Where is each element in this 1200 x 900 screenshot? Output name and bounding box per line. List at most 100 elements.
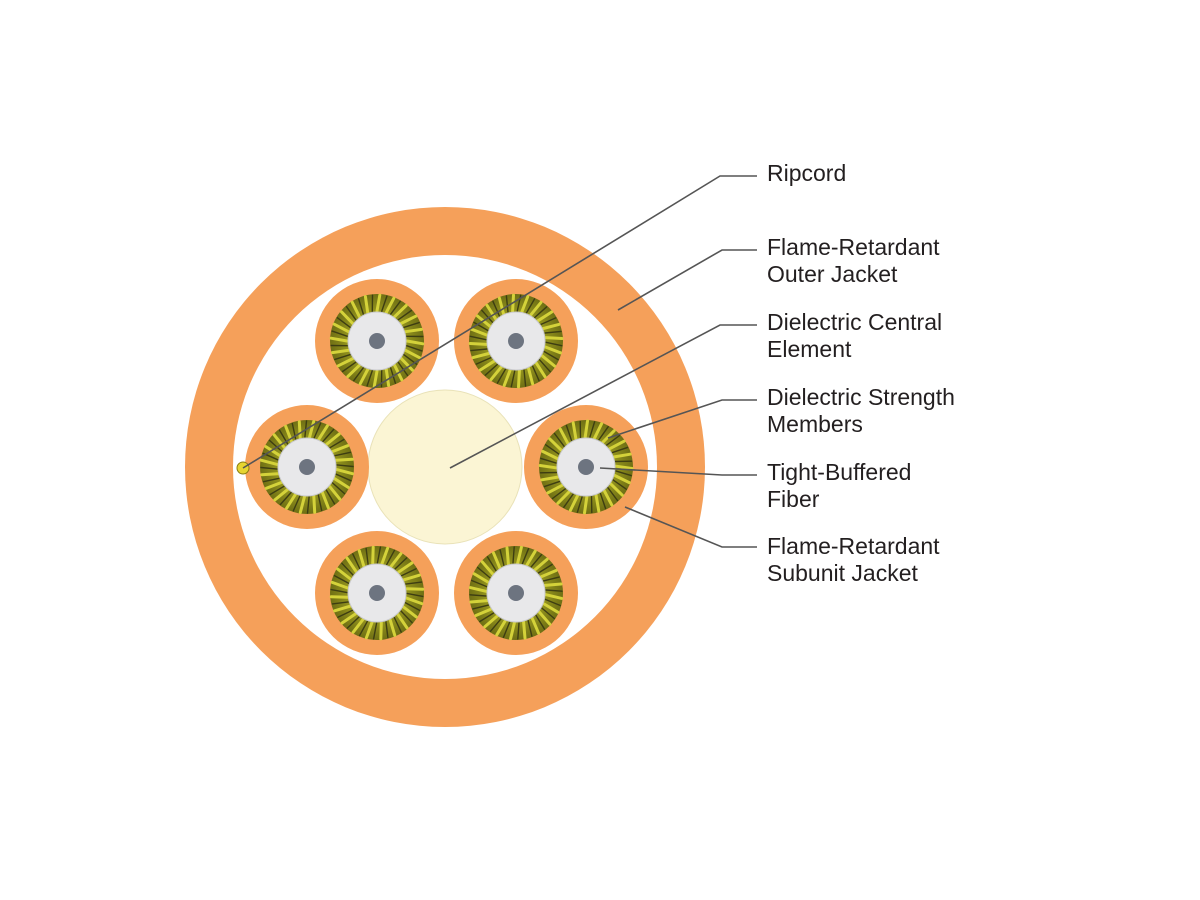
strength-member-strand <box>510 370 516 388</box>
strength-member-strand <box>379 621 383 641</box>
label-tight-buffered-fiber-line-2: Fiber <box>767 486 820 512</box>
strength-member-strands <box>329 293 425 389</box>
strength-member-strand <box>540 317 557 326</box>
strength-member-strand <box>363 295 370 314</box>
subunit <box>454 531 578 655</box>
strength-member-strand <box>594 493 601 513</box>
strength-member-strand <box>332 322 350 334</box>
subunit <box>315 279 439 403</box>
strength-member-strand <box>614 464 634 470</box>
strength-member-strand <box>358 620 368 637</box>
strength-member-strand <box>325 489 336 505</box>
strength-member-strand <box>527 366 535 386</box>
strength-member-strand <box>483 614 499 629</box>
strength-member-strand <box>264 445 281 457</box>
strength-member-strand <box>405 587 425 591</box>
strength-member-strand <box>536 310 554 323</box>
strength-member-strand <box>364 621 374 640</box>
strength-member-strand <box>541 607 555 620</box>
strength-member-strand <box>472 604 490 610</box>
strength-member-strand <box>477 566 491 579</box>
strength-member-strand <box>556 490 571 505</box>
strength-member-strand <box>522 620 527 640</box>
subunit <box>454 279 578 403</box>
strength-member-strand <box>393 616 402 633</box>
strength-member-strand <box>313 422 322 439</box>
strength-member-strand <box>366 369 373 387</box>
strength-member-strand <box>388 618 397 637</box>
strength-member-strands <box>538 419 634 515</box>
strength-member-strand <box>537 610 552 626</box>
subunit <box>245 405 369 529</box>
strength-member-strand <box>399 357 414 372</box>
strength-member-strand <box>308 420 316 439</box>
strength-member-strand <box>337 609 354 618</box>
strength-member-strand <box>352 553 361 570</box>
strength-member-strand <box>357 298 365 315</box>
strength-member-strand <box>372 369 379 389</box>
strength-member-strand <box>546 483 564 495</box>
strength-member-strand <box>489 365 503 382</box>
strength-member-strand <box>471 352 491 360</box>
strength-member-strand <box>605 434 621 446</box>
strength-member-strand <box>583 495 589 515</box>
strength-member-strand <box>331 348 350 355</box>
label-strength-members-line-1: Dielectric Strength <box>767 384 955 410</box>
strength-member-strand <box>346 616 360 629</box>
strength-member-strand <box>330 588 348 594</box>
strength-member-strand <box>533 557 549 572</box>
strength-member-strand <box>525 549 537 567</box>
strength-member-strand <box>404 327 423 334</box>
strength-member-strand <box>389 552 403 568</box>
strength-member-strand <box>317 424 329 441</box>
strength-member-strand <box>540 457 557 464</box>
strength-member-strand <box>405 345 423 352</box>
strength-member-strand <box>553 432 565 448</box>
strength-member-strand <box>333 604 352 613</box>
subunits-group <box>245 279 648 655</box>
strength-member-strand <box>612 479 627 490</box>
strength-member-strand <box>340 612 357 625</box>
strength-member-strand <box>479 612 495 623</box>
strength-member-strand <box>333 574 350 584</box>
strength-member-strand <box>400 568 417 577</box>
strength-member-strand <box>402 573 421 582</box>
strength-member-strand <box>285 493 297 510</box>
strength-member-strand <box>517 622 520 640</box>
strength-member-strand <box>478 359 496 372</box>
strength-member-strand <box>543 582 563 587</box>
leader-lines <box>242 175 757 548</box>
strength-member-strand <box>489 618 502 632</box>
leader-line-subunit-jacket <box>624 506 757 548</box>
strength-member-strand <box>475 356 492 365</box>
strength-member-strand <box>525 298 536 314</box>
label-tight-buffered-fiber: Tight-Buffered Fiber <box>767 459 918 512</box>
strength-member-strand <box>531 365 540 382</box>
strength-member-strand <box>272 433 286 449</box>
strength-member-strand <box>551 488 567 500</box>
strength-member-strand <box>260 458 279 466</box>
strength-member-strand <box>331 601 349 605</box>
strength-member-strand <box>470 327 489 337</box>
strength-member-strand <box>613 474 631 485</box>
strength-member-strand <box>535 614 546 630</box>
strength-member-strand <box>615 470 632 477</box>
strength-member-strand <box>545 341 563 347</box>
strength-member-strand <box>540 354 557 368</box>
strength-member-strand <box>516 545 523 565</box>
leader-line-ripcord <box>242 175 757 469</box>
strength-member-strand <box>328 485 342 501</box>
strength-member-strand <box>492 551 502 570</box>
strength-member-strand <box>602 489 614 507</box>
strength-member-strand <box>499 549 505 567</box>
strength-member-strand <box>563 493 574 508</box>
strength-member-strand <box>389 300 401 315</box>
strength-member-strand <box>260 472 280 477</box>
strength-member-strand <box>384 368 391 387</box>
label-tight-buffered-fiber-line-1: Tight-Buffered <box>767 459 911 485</box>
strength-member-strand <box>306 496 310 514</box>
strength-member-strand <box>268 439 283 452</box>
strength-member-strand <box>330 580 349 590</box>
label-outer-jacket-line-2: Outer Jacket <box>767 261 898 287</box>
